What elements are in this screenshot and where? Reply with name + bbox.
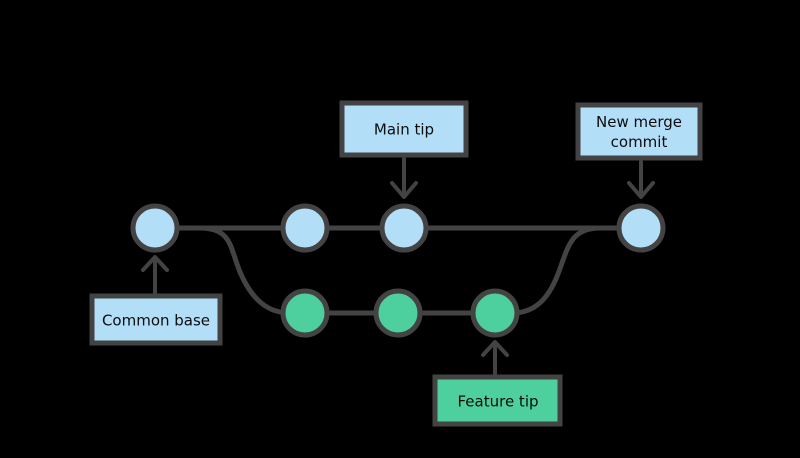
callout-common-base[interactable]: Common base <box>89 255 223 346</box>
main-branch-nodes <box>130 203 666 253</box>
feature-branch-nodes <box>280 288 520 338</box>
commit-node-feature-2[interactable] <box>373 288 423 338</box>
feature-tip-label: Feature tip <box>457 393 538 411</box>
callout-main-tip[interactable]: Main tip <box>339 100 469 199</box>
commit-node-feature-tip[interactable] <box>470 288 520 338</box>
arrow-up-icon <box>141 255 169 297</box>
branch-lines <box>169 225 629 316</box>
arrow-down-icon <box>390 157 418 199</box>
common-base-box[interactable] <box>89 293 223 346</box>
arrow-down-icon <box>627 160 655 199</box>
commit-node-merge[interactable] <box>616 203 666 253</box>
commit-node-main-1[interactable] <box>280 203 330 253</box>
arrow-up-icon <box>481 340 509 377</box>
callout-feature-tip[interactable]: Feature tip <box>432 340 563 427</box>
commit-node-main-tip[interactable] <box>379 203 429 253</box>
feature-tip-box[interactable] <box>432 374 563 427</box>
main-tip-label: Main tip <box>374 121 434 139</box>
commit-node-base[interactable] <box>130 203 180 253</box>
common-base-label: Common base <box>102 312 210 330</box>
new-merge-commit-box[interactable] <box>575 102 703 161</box>
callout-new-merge-commit[interactable]: New merge commit <box>575 102 703 199</box>
branch-off-curve <box>197 225 293 316</box>
main-tip-box[interactable] <box>339 100 469 158</box>
new-merge-commit-label-line1: New merge <box>596 113 682 131</box>
merge-curve <box>509 225 603 316</box>
commit-node-feature-1[interactable] <box>280 288 330 338</box>
new-merge-commit-label-line2: commit <box>611 133 668 151</box>
